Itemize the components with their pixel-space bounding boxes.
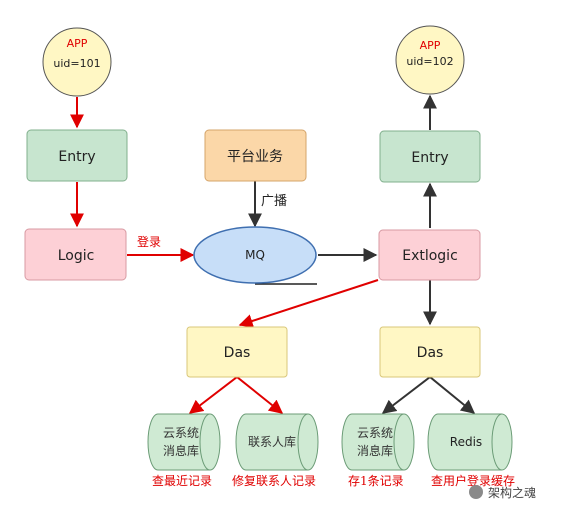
app-node-uid102: APP uid=102 xyxy=(395,25,465,95)
watermark-text: 架构之魂 xyxy=(488,485,536,500)
entry-label: Entry xyxy=(58,149,95,165)
edge-extlogic-to-das-left xyxy=(238,279,379,328)
edges xyxy=(70,94,476,414)
storage-redis: Redis xyxy=(427,413,513,471)
storage-label: 联系人库 xyxy=(248,434,296,449)
mq-node: MQ xyxy=(193,226,317,284)
app-title: APP xyxy=(420,39,441,52)
caption-repair-contacts: 修复联系人记录 xyxy=(232,473,316,488)
das-label: Das xyxy=(224,345,251,361)
edge-das-left-to-contacts xyxy=(236,376,284,414)
app-title: APP xyxy=(67,37,88,50)
storage-contacts: 联系人库 xyxy=(235,413,319,471)
edge-label-broadcast: 广播 xyxy=(261,194,287,209)
watermark-logo-icon xyxy=(469,485,483,499)
extlogic-label: Extlogic xyxy=(402,248,458,264)
das-node-right: Das xyxy=(379,326,481,378)
caption-recent-records: 查最近记录 xyxy=(152,474,212,488)
extlogic-node: Extlogic xyxy=(378,229,481,281)
storage-cloud-msg-left: 云系统 消息库 xyxy=(147,413,221,471)
storage-label-line2: 消息库 xyxy=(357,443,393,458)
platform-label: 平台业务 xyxy=(227,149,283,165)
das-node-left: Das xyxy=(186,326,288,378)
entry-node-left: Entry xyxy=(26,129,128,182)
edge-label-login: 登录 xyxy=(137,234,161,249)
storage-label-line1: 云系统 xyxy=(163,426,199,440)
mq-label: MQ xyxy=(245,248,265,262)
entry-label: Entry xyxy=(411,150,448,166)
app-node-uid101: APP uid=101 xyxy=(42,27,112,97)
das-label: Das xyxy=(417,345,444,361)
platform-node: 平台业务 xyxy=(204,129,307,182)
edge-das-right-to-redis xyxy=(429,376,476,414)
storage-cloud-msg-right: 云系统 消息库 xyxy=(341,413,415,471)
entry-node-right: Entry xyxy=(379,130,481,183)
app-uid: uid=101 xyxy=(53,57,100,70)
storage-label-line1: 云系统 xyxy=(357,426,393,440)
caption-login-cache: 查用户登录缓存 xyxy=(431,473,515,488)
edge-das-right-to-cloudmsg xyxy=(381,376,431,414)
edge-das-left-to-cloudmsg xyxy=(188,376,238,414)
app-uid: uid=102 xyxy=(406,55,453,68)
watermark: 架构之魂 xyxy=(469,485,536,500)
logic-label: Logic xyxy=(58,248,95,264)
logic-node: Logic xyxy=(24,228,127,281)
storage-label: Redis xyxy=(450,435,482,449)
storage-label-line2: 消息库 xyxy=(163,443,199,458)
caption-save-record: 存1条记录 xyxy=(348,474,404,488)
